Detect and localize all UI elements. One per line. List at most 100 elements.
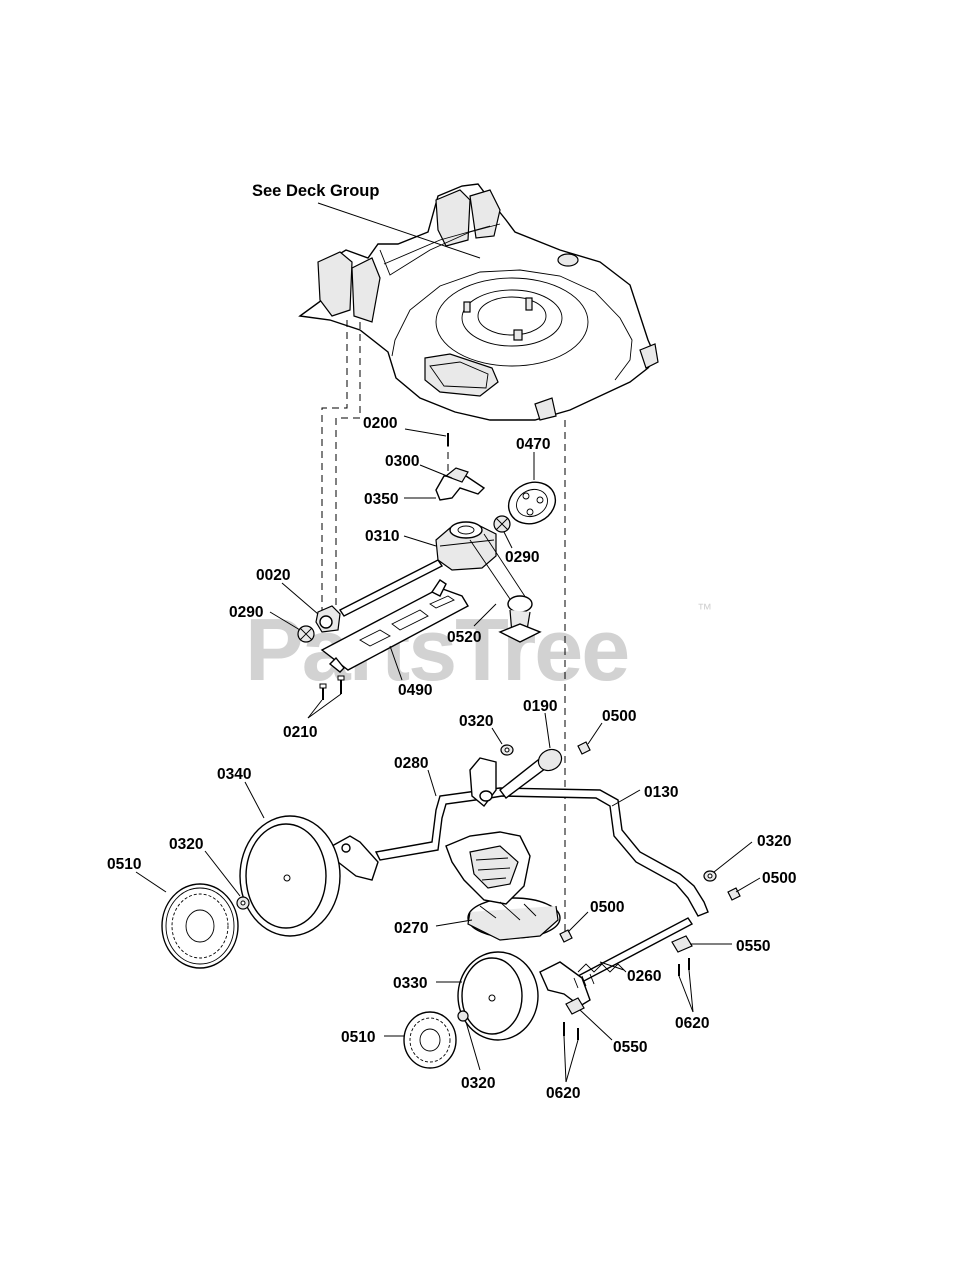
bearing-0020[interactable] (315, 605, 341, 633)
callout-0130: 0130 (644, 784, 678, 801)
callout-0470: 0470 (516, 436, 550, 453)
callout-0190: 0190 (523, 698, 557, 715)
nut-0500-right[interactable] (727, 887, 741, 901)
callout-0500-top: 0500 (602, 708, 636, 725)
leader-0320-right (713, 841, 753, 873)
nut-0500-top[interactable] (577, 741, 591, 755)
leader-0280 (427, 769, 437, 797)
leader-0620-right-b (688, 969, 694, 1013)
nut-0500-mid[interactable] (559, 929, 573, 943)
leader-0550-bottom (579, 1009, 613, 1041)
callout-0550-right: 0550 (736, 938, 770, 955)
wheel-bracket-left[interactable] (331, 835, 379, 881)
callout-0350: 0350 (364, 491, 398, 508)
nut-0320-right[interactable] (703, 870, 717, 882)
callout-0620-right: 0620 (675, 1015, 709, 1032)
leader-0300 (419, 464, 453, 479)
leader-0270 (435, 919, 473, 927)
adjust-knob-0190[interactable] (499, 745, 565, 799)
mower-deck[interactable] (298, 183, 659, 421)
nut-0320-left[interactable] (236, 896, 250, 910)
leader-0190 (544, 712, 551, 749)
leader-0520 (473, 603, 497, 627)
see-deck-group-label: See Deck Group (252, 182, 379, 200)
leader-0130 (611, 789, 641, 807)
leader-0500-right (735, 877, 761, 893)
callout-0020: 0020 (256, 567, 290, 584)
leader-lines (135, 428, 761, 1083)
leader-0620-right-a (678, 975, 694, 1013)
leader-0320-bottom (465, 1021, 481, 1071)
callout-0320-bottom: 0320 (461, 1075, 495, 1092)
leader-0020 (281, 582, 319, 615)
callout-0330: 0330 (393, 975, 427, 992)
leader-0210-a (307, 699, 323, 719)
wheel-0330[interactable] (457, 951, 539, 1041)
leader-0620-bottom-b (565, 1039, 579, 1083)
callout-0320-right: 0320 (757, 833, 791, 850)
clip-0550-bottom[interactable] (565, 997, 585, 1015)
leader-0320-top (491, 727, 503, 745)
callout-0520: 0520 (447, 629, 481, 646)
leader-0340 (244, 781, 265, 819)
nut-0320-bottom[interactable] (457, 1010, 469, 1022)
screws-0210[interactable] (319, 675, 345, 700)
screws-0620-right[interactable] (678, 958, 690, 976)
callout-0310: 0310 (365, 528, 399, 545)
drive-axle[interactable] (338, 559, 444, 617)
leader-0210-b (307, 693, 342, 719)
belt-0520[interactable] (469, 533, 542, 643)
nut-0320-top[interactable] (500, 744, 514, 756)
pinion-0290-right[interactable] (493, 515, 511, 533)
bracket-0350[interactable] (435, 467, 486, 501)
height-adjust-rod-0130[interactable] (374, 787, 709, 917)
lever-bracket-0280[interactable] (469, 757, 497, 808)
callout-0280: 0280 (394, 755, 428, 772)
callout-0290-left: 0290 (229, 604, 263, 621)
callout-0500-right: 0500 (762, 870, 796, 887)
leader-0500-mid (567, 911, 589, 933)
callout-0300: 0300 (385, 453, 419, 470)
leader-0500-top (587, 722, 603, 745)
leader-0310 (403, 535, 437, 547)
leader-deck (317, 202, 481, 259)
callout-0270: 0270 (394, 920, 428, 937)
align-line-left-outer (321, 320, 348, 615)
callout-0620-bottom: 0620 (546, 1085, 580, 1102)
leader-0290-right (503, 531, 513, 549)
leader-0510-left (135, 871, 167, 893)
callout-0510-bottom: 0510 (341, 1029, 375, 1046)
mount-plate-0490[interactable] (320, 579, 469, 673)
leader-0200 (404, 428, 447, 437)
callout-labels: 0200 0300 0470 0350 0310 0290 0020 0290 … (107, 415, 796, 1102)
align-line-left-inner (335, 322, 361, 618)
callout-0290-right: 0290 (505, 549, 539, 566)
leader-0290-left (269, 611, 301, 631)
callout-0320-left: 0320 (169, 836, 203, 853)
pulley-0470[interactable] (502, 475, 562, 532)
clip-0550-right[interactable] (671, 935, 693, 953)
callout-0210: 0210 (283, 724, 317, 741)
front-rod-0260[interactable] (539, 917, 694, 1007)
callout-0340: 0340 (217, 766, 251, 783)
callout-0260: 0260 (627, 968, 661, 985)
callout-0200: 0200 (363, 415, 397, 432)
leader-0260 (599, 961, 625, 971)
screws-0620-bottom[interactable] (563, 1022, 579, 1040)
callout-0510-left: 0510 (107, 856, 141, 873)
leader-0320-left (204, 850, 241, 897)
leader-0490 (389, 645, 403, 681)
hubcap-0510-bottom[interactable] (403, 1011, 457, 1069)
callout-0500-mid: 0500 (590, 899, 624, 916)
wheel-0340[interactable] (239, 815, 341, 937)
hubcap-0510-left[interactable] (161, 883, 239, 969)
front-housing-0270[interactable] (445, 831, 561, 941)
pinion-0290-left[interactable] (297, 625, 315, 643)
trademark-symbol: ™ (697, 601, 712, 618)
callout-0490: 0490 (398, 682, 432, 699)
transmission-0310[interactable] (435, 521, 497, 571)
leader-0620-bottom-a (563, 1035, 567, 1083)
callout-0320-top: 0320 (459, 713, 493, 730)
